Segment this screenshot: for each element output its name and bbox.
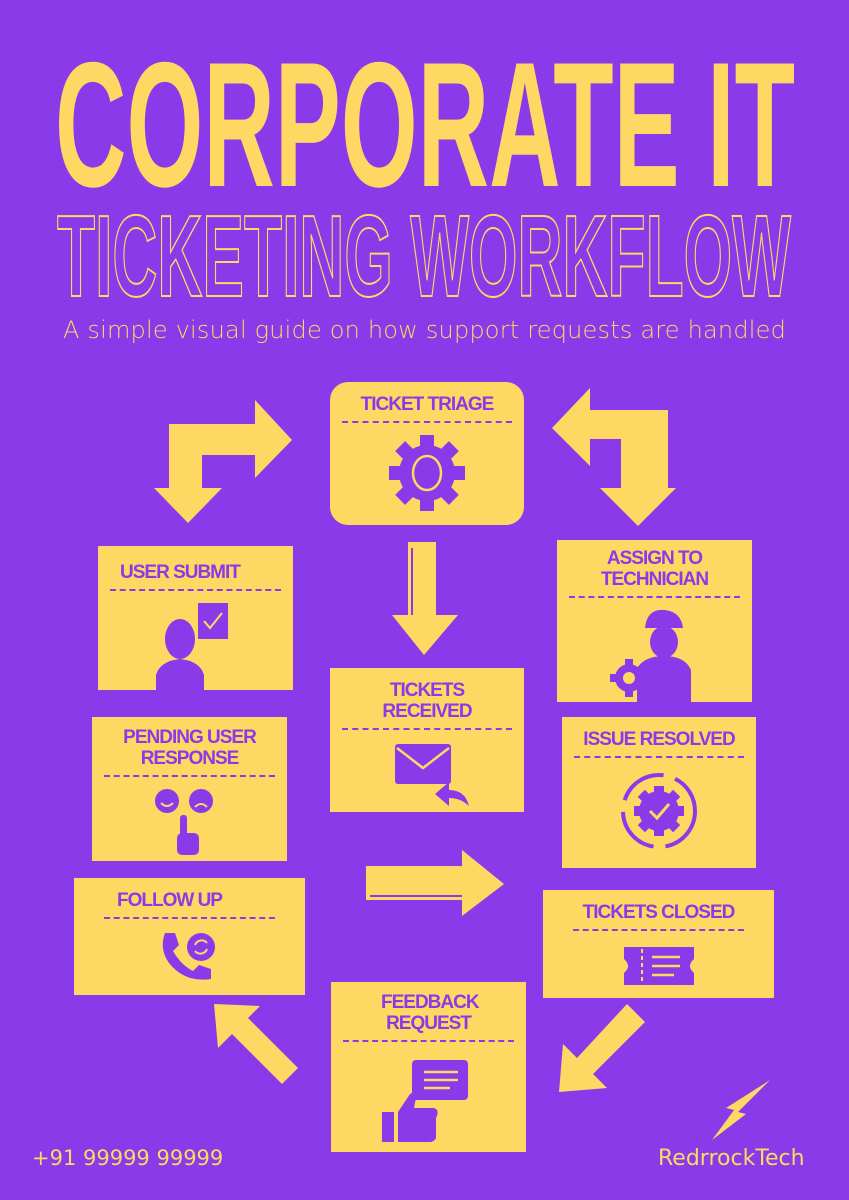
step-ticket-triage: TICKET TRIAGE xyxy=(330,382,524,525)
step-label: FOLLOW UP xyxy=(117,890,223,911)
step-issue-resolved: ISSUE RESOLVED xyxy=(562,717,756,868)
arrow-closed-feedback xyxy=(559,1004,645,1092)
arrow-user-triage xyxy=(154,400,292,523)
ticket-icon xyxy=(623,947,694,985)
step-label: TICKETS RECEIVED xyxy=(382,680,472,722)
phone-refresh-icon xyxy=(162,933,215,980)
arrow-triage-assign xyxy=(552,388,676,526)
title-text-1: CORPORATE IT xyxy=(55,52,795,192)
step-label: ISSUE RESOLVED xyxy=(583,729,735,750)
user-check-icon xyxy=(155,603,228,693)
step-label: FEEDBACK REQUEST xyxy=(381,992,480,1034)
step-label: USER SUBMIT xyxy=(120,562,241,583)
title-line-1: CORPORATE IT xyxy=(55,52,795,192)
step-tickets-closed: TICKETS CLOSED xyxy=(543,890,774,998)
technician-icon xyxy=(609,609,691,704)
title-text-2: TICKETING WORKFLOW xyxy=(57,208,791,300)
step-label: ASSIGN TO TECHNICIAN xyxy=(600,548,709,590)
resolved-cycle-icon xyxy=(621,773,697,849)
title-line-2: TICKETING WORKFLOW xyxy=(55,208,795,300)
gear-icon xyxy=(389,435,465,511)
step-label: PENDING USER RESPONSE xyxy=(123,727,257,769)
step-user-submit: USER SUBMIT xyxy=(98,546,293,693)
envelope-reply-icon xyxy=(395,744,469,806)
step-assign-technician: ASSIGN TO TECHNICIAN xyxy=(557,540,752,704)
step-follow-up: FOLLOW UP xyxy=(74,878,305,995)
step-label: TICKET TRIAGE xyxy=(360,394,495,415)
step-tickets-received: TICKETS RECEIVED xyxy=(330,668,524,812)
step-feedback-request: FEEDBACK REQUEST xyxy=(331,982,526,1152)
feedback-faces-icon xyxy=(154,789,213,855)
step-pending-user-response: PENDING USER RESPONSE xyxy=(92,717,287,861)
thumbs-up-feedback-icon xyxy=(381,1060,468,1142)
phone-number: +91 99999 99999 xyxy=(32,1146,224,1170)
brand-name: RedrrockTech xyxy=(658,1146,805,1171)
step-label: TICKETS CLOSED xyxy=(582,902,736,923)
lightning-logo-icon xyxy=(712,1080,770,1140)
subtitle: A simple visual guide on how support req… xyxy=(62,316,787,344)
arrow-feedback-followup xyxy=(214,1004,298,1084)
arrow-to-closed xyxy=(366,850,504,916)
arrow-triage-received xyxy=(392,542,458,655)
